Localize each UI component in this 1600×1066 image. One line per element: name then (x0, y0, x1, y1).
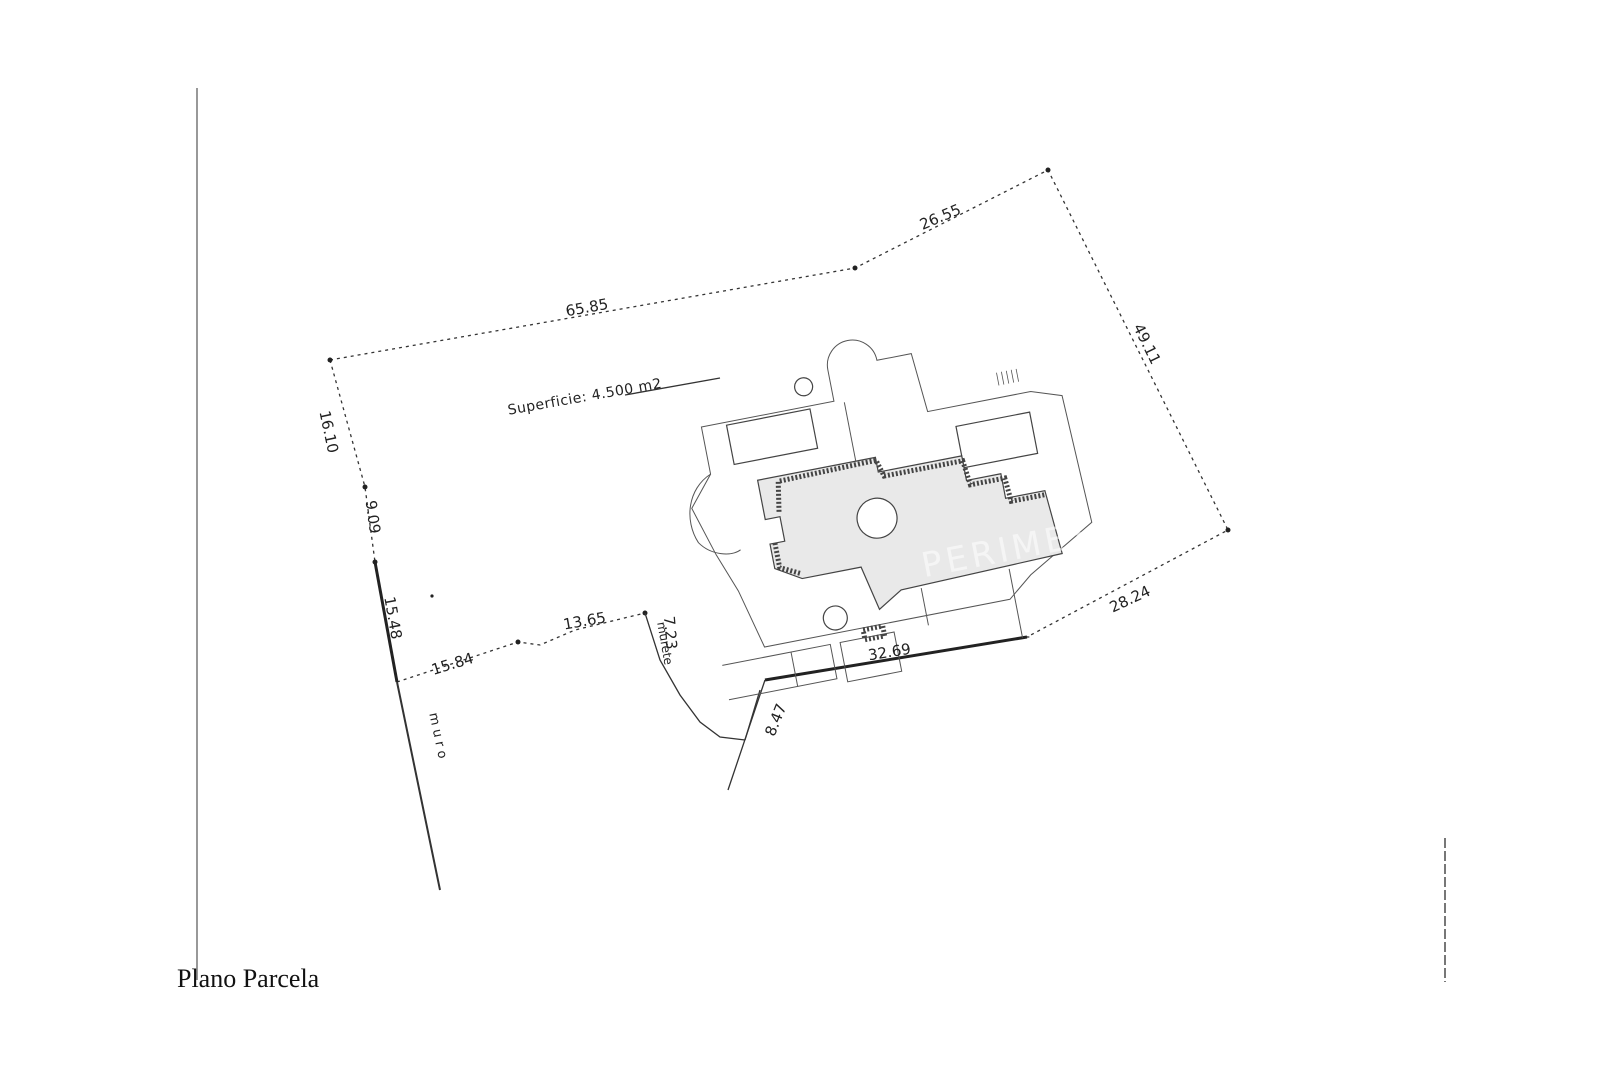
murete-curve (644, 612, 746, 741)
parcel-boundary-bottom (396, 612, 646, 683)
east-pool (955, 411, 1039, 469)
dimension-murete: 7.23 (660, 615, 681, 650)
dimension-west-lower: 15.48 (380, 595, 405, 640)
parcel-boundary-left (329, 359, 376, 563)
dimension-angled-wall: 8.47 (761, 701, 790, 739)
muro-wall (373, 561, 399, 683)
muro-label: m u r o (425, 711, 449, 760)
dimension-north-west: 65.85 (564, 295, 609, 320)
dimension-south-west: 15.84 (429, 649, 475, 679)
dimension-north-east: 26.55 (917, 200, 964, 233)
main-building (756, 455, 1063, 611)
area-label: Superficie: 4.500 m2 (506, 376, 663, 419)
dimension-south-middle: 13.65 (562, 608, 607, 633)
dimension-west-middle: 9.09 (362, 499, 384, 535)
muro-wall-extension (396, 681, 441, 891)
south-wall (764, 635, 1028, 682)
north-pool (725, 408, 819, 466)
dimension-west-upper: 16.10 (315, 409, 342, 455)
parcel-boundary (329, 169, 1229, 638)
area-leader-line (624, 377, 721, 396)
building-complex: PERIMES (689, 339, 1099, 701)
dimension-east: 49.11 (1129, 321, 1164, 367)
murete-lower-line (744, 689, 761, 741)
plan-caption: Plano Parcela (177, 964, 320, 993)
dimension-south-east: 28.24 (1107, 582, 1154, 616)
dimension-south: 32.69 (867, 640, 912, 664)
boundary-vertices (327, 167, 1231, 645)
